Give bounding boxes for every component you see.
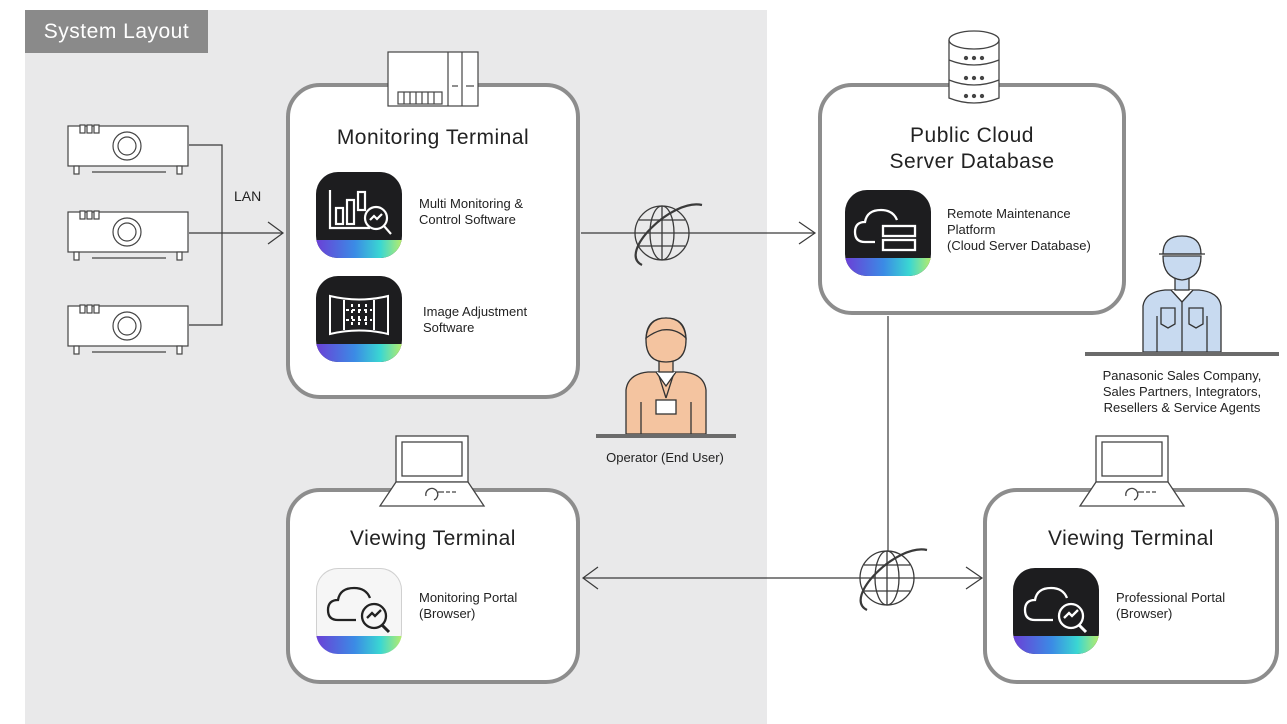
multi-monitoring-label-line2: Control Software (419, 212, 516, 227)
image-adjustment-label: Image Adjustment Software (423, 304, 527, 336)
portal-left-arrowhead (581, 566, 599, 590)
server-unit-icon (387, 51, 479, 107)
multi-monitoring-label-line1: Multi Monitoring & (419, 196, 524, 211)
projector-icon (67, 124, 189, 175)
internet-globe-icon (859, 548, 928, 611)
partners-caption-line2: Sales Partners, Integrators, (1102, 384, 1262, 399)
projector-icon (67, 304, 189, 355)
laptop-icon (378, 435, 486, 507)
monitoring-portal-label: Monitoring Portal (Browser) (419, 590, 517, 622)
service-agent-person-icon (1085, 235, 1279, 356)
image-adjustment-app-icon (316, 276, 402, 362)
partners-caption: Panasonic Sales Company, Sales Partners,… (1080, 368, 1284, 416)
partners-caption-line1: Panasonic Sales Company, (1102, 368, 1262, 383)
partners-caption-line3: Resellers & Service Agents (1103, 400, 1261, 415)
image-adjustment-label-line1: Image Adjustment (423, 304, 528, 319)
portal-right-arrowhead (965, 566, 984, 590)
remote-maintenance-label-line3: (Cloud Server Database) (947, 238, 1091, 253)
lan-label: LAN (234, 188, 262, 204)
laptop-icon (1078, 435, 1186, 507)
viewing-terminal-left-title: Viewing Terminal (350, 527, 516, 550)
professional-portal-label: Professional Portal (Browser) (1116, 590, 1225, 622)
remote-maintenance-label-line1: Remote Maintenance (947, 206, 1071, 221)
professional-portal-app-icon (1013, 568, 1099, 654)
remote-maintenance-label: Remote Maintenance Platform (Cloud Serve… (947, 206, 1091, 254)
multi-monitoring-app-icon (316, 172, 402, 258)
cloud-link-arrowhead (798, 221, 817, 245)
public-cloud-title-line2: Server Database (889, 150, 1055, 173)
database-icon (948, 30, 1000, 104)
viewing-terminal-right-title: Viewing Terminal (1048, 527, 1214, 550)
monitoring-portal-app-icon (316, 568, 402, 654)
remote-maintenance-app-icon (845, 190, 931, 276)
monitoring-portal-label-line1: Monitoring Portal (419, 590, 518, 605)
internet-globe-icon (634, 203, 703, 266)
professional-portal-label-line1: Professional Portal (1116, 590, 1226, 605)
operator-caption: Operator (End User) (606, 450, 724, 465)
operator-person-icon (596, 317, 736, 438)
lan-bus-line (189, 144, 223, 326)
multi-monitoring-label: Multi Monitoring & Control Software (419, 196, 523, 228)
professional-portal-label-line2: (Browser) (1116, 606, 1173, 621)
projector-icon (67, 210, 189, 261)
system-layout-title: System Layout (25, 10, 208, 53)
image-adjustment-label-line2: Software (423, 320, 475, 335)
lan-arrowhead (267, 221, 285, 245)
public-cloud-title-line1: Public Cloud (910, 124, 1034, 147)
remote-maintenance-label-line2: Platform (947, 222, 996, 237)
monitoring-terminal-title: Monitoring Terminal (336, 126, 530, 149)
monitoring-portal-label-line2: (Browser) (419, 606, 476, 621)
